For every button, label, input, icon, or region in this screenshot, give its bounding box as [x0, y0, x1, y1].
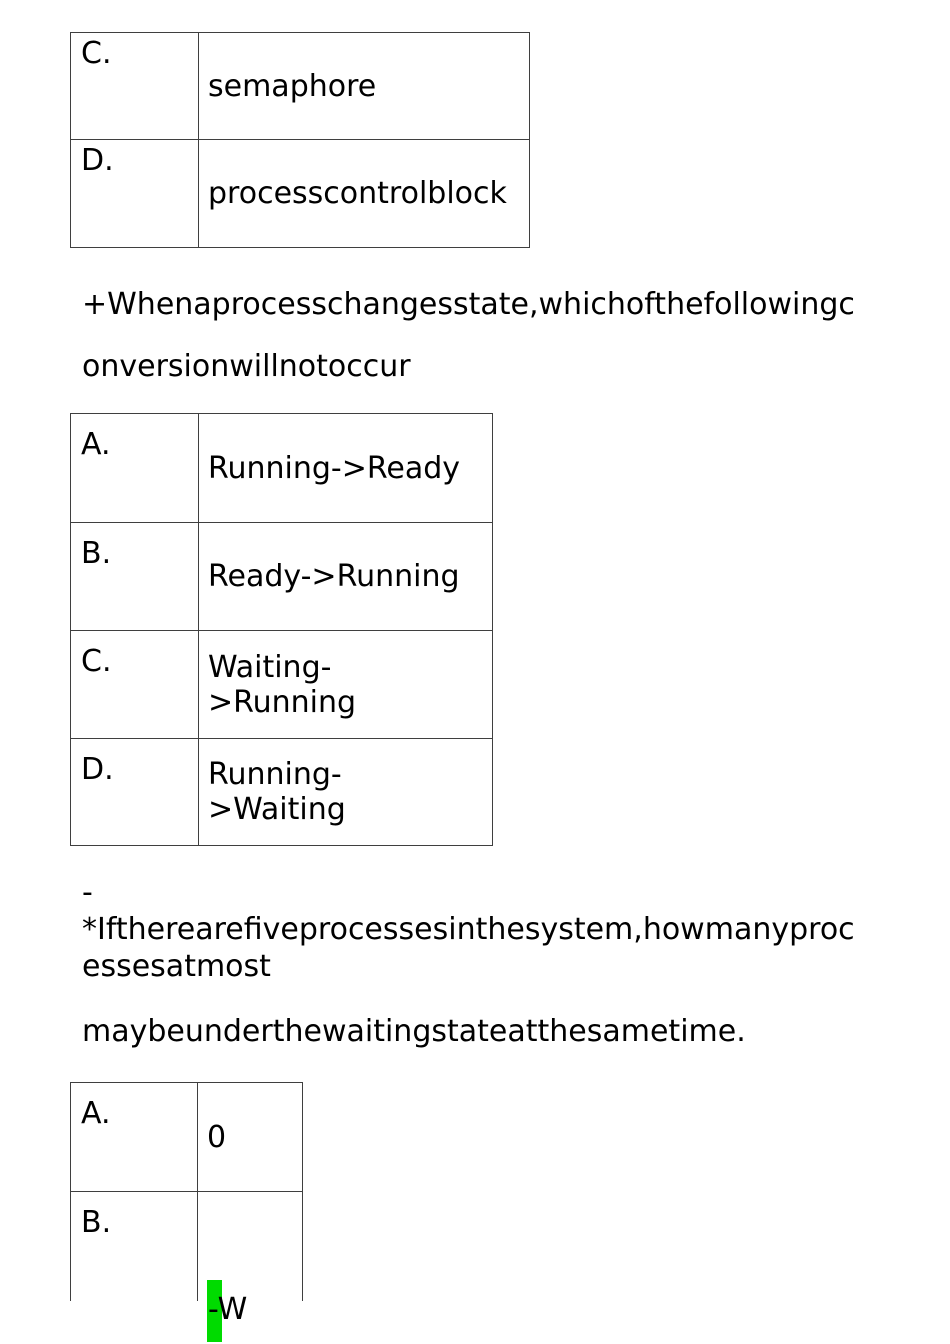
option-row-c[interactable]: C. Waiting- >Running — [70, 630, 493, 739]
options-table-previous-question: C. semaphore D. processcontrolblock — [70, 32, 530, 248]
option-row-b[interactable]: B. Ready->Running — [70, 522, 493, 631]
option-value: Ready->Running — [198, 522, 493, 631]
option-row-d[interactable]: D. processcontrolblock — [70, 139, 530, 248]
question-five-processes-para1: - *Iftherearefiveprocessesinthesystem,ho… — [82, 875, 855, 984]
option-row-d[interactable]: D. Running- >Waiting — [70, 738, 493, 846]
text-cursor — [207, 1280, 222, 1342]
option-letter: C. — [70, 32, 199, 140]
options-table-state-change: A. Running->Ready B. Ready->Running C. W… — [70, 413, 493, 846]
option-value: Running- >Waiting — [198, 738, 493, 846]
option-value: processcontrolblock — [198, 139, 530, 248]
option-letter: D. — [70, 139, 199, 248]
option-value: 0 — [197, 1082, 303, 1192]
options-table-five-processes: A. 0 B. — [70, 1082, 303, 1301]
option-letter: A. — [70, 413, 199, 523]
option-row-b[interactable]: B. — [70, 1191, 303, 1301]
option-value: Waiting- >Running — [198, 630, 493, 739]
options-table-clip-region: A. 0 B. — [70, 1082, 310, 1301]
option-value: semaphore — [198, 32, 530, 140]
option-letter: B. — [70, 522, 199, 631]
typed-text: -W — [208, 1292, 248, 1327]
option-letter: B. — [70, 1191, 198, 1301]
option-row-a[interactable]: A. 0 — [70, 1082, 303, 1192]
option-value: Running->Ready — [198, 413, 493, 523]
question-state-change-line1: +Whenaprocesschangesstate,whichofthefoll… — [82, 287, 855, 322]
option-letter: A. — [70, 1082, 198, 1192]
option-letter: D. — [70, 738, 199, 846]
question-five-processes-para2: maybeunderthewaitingstateatthesametime. — [82, 1014, 746, 1049]
option-letter: C. — [70, 630, 199, 739]
option-row-c[interactable]: C. semaphore — [70, 32, 530, 140]
option-row-a[interactable]: A. Running->Ready — [70, 413, 493, 523]
question-state-change-line2: onversionwillnotoccur — [82, 349, 411, 384]
